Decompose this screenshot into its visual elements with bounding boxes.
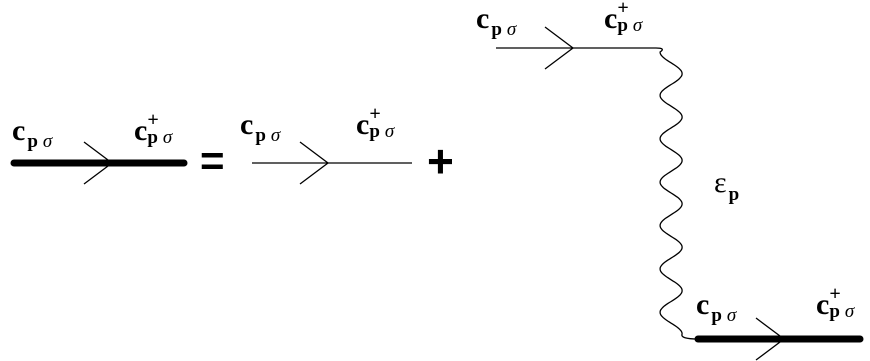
propagator-arrow xyxy=(544,26,575,70)
propagator-arrow xyxy=(83,141,114,185)
equals-sign: = xyxy=(200,137,225,184)
propagator-arrow xyxy=(755,317,786,361)
propagator-arrow xyxy=(299,141,330,185)
plus-sign: + xyxy=(427,135,454,187)
interaction-wavy-line xyxy=(655,47,699,340)
